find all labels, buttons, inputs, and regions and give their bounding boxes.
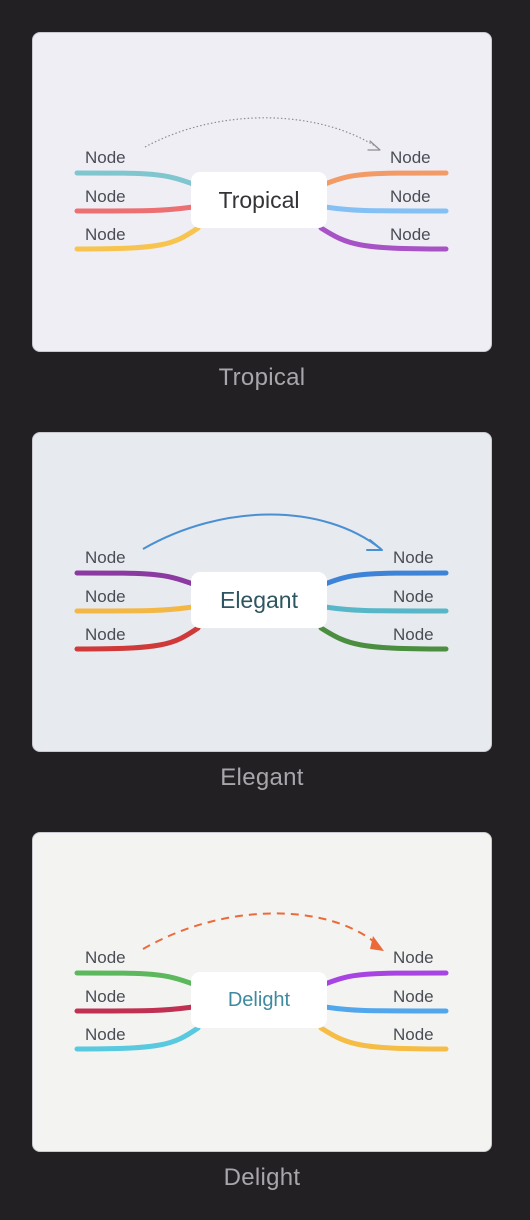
branch-right-1: [322, 570, 449, 587]
relationship-arrowhead: [367, 140, 381, 151]
theme-name-label: Tropical: [218, 364, 306, 391]
node-label-right-1: Node: [393, 548, 434, 567]
node-label-left-3: Node: [85, 1025, 126, 1044]
theme-preview-card[interactable]: Node Node Node Node Node Node Elegant: [32, 432, 492, 752]
node-label-left-3: Node: [85, 625, 126, 644]
branch-left-1: [74, 970, 196, 987]
branch-right-2: [322, 1004, 449, 1014]
branch-right-2: [322, 604, 449, 614]
node-label-right-3: Node: [393, 1025, 434, 1044]
branch-right-3: [318, 1025, 449, 1052]
branch-left-2: [74, 1004, 196, 1014]
theme-tile-delight[interactable]: Node Node Node Node Node Node Delight De…: [32, 832, 492, 1191]
node-label-right-3: Node: [390, 225, 431, 244]
theme-preview-card[interactable]: Node Node Node Node Node Node Delight: [32, 832, 492, 1152]
relationship-arrowhead: [366, 539, 383, 551]
branch-right-1: [322, 170, 449, 187]
theme-preview-card[interactable]: Node Node Node Node Node Node Tropical: [32, 32, 492, 352]
node-label-left-2: Node: [85, 587, 126, 606]
branch-right-3: [318, 225, 449, 252]
node-label-left-2: Node: [85, 987, 126, 1006]
node-label-right-2: Node: [393, 987, 434, 1006]
central-topic: Delight: [191, 972, 327, 1028]
node-label-left-2: Node: [85, 187, 126, 206]
branch-right-1: [322, 970, 449, 987]
branch-left-3: [74, 225, 201, 252]
mindmap-preview: [74, 912, 449, 1052]
relationship-arrowhead: [370, 936, 384, 951]
relationship-line: [144, 117, 379, 149]
branch-left-3: [74, 1025, 201, 1052]
branch-right-2: [322, 204, 449, 214]
mindmap-preview: [74, 117, 449, 252]
branch-left-2: [74, 204, 196, 214]
theme-tile-elegant[interactable]: Node Node Node Node Node Node Elegant El…: [32, 432, 492, 791]
branch-right-3: [318, 625, 449, 652]
branch-left-1: [74, 570, 196, 587]
node-label-right-2: Node: [393, 587, 434, 606]
branch-left-1: [74, 170, 196, 187]
theme-name-label: Delight: [223, 1164, 301, 1191]
node-label-left-1: Node: [85, 148, 126, 167]
node-label-right-1: Node: [390, 148, 431, 167]
branch-left-3: [74, 625, 201, 652]
node-label-right-3: Node: [393, 625, 434, 644]
node-label-right-1: Node: [393, 948, 434, 967]
theme-tile-tropical[interactable]: Node Node Node Node Node Node Tropical T…: [32, 32, 492, 391]
node-label-left-3: Node: [85, 225, 126, 244]
relationship-line: [142, 513, 382, 550]
mindmap-preview: [74, 513, 449, 652]
node-label-left-1: Node: [85, 948, 126, 967]
node-label-right-2: Node: [390, 187, 431, 206]
theme-name-label: Elegant: [220, 764, 304, 791]
relationship-line: [142, 912, 374, 950]
central-topic: Tropical: [191, 172, 327, 228]
node-label-left-1: Node: [85, 548, 126, 567]
central-topic: Elegant: [191, 572, 327, 628]
branch-left-2: [74, 604, 196, 614]
